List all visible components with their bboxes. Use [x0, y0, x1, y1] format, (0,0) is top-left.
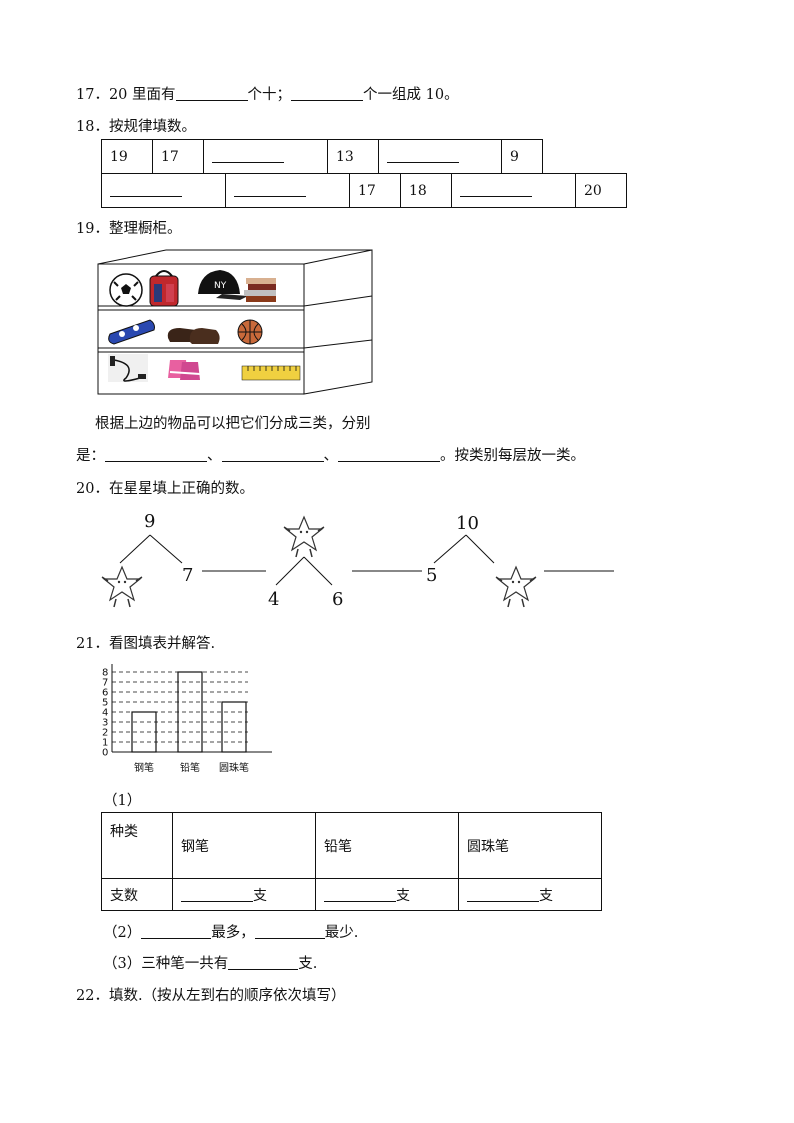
y-tick-label: 2: [102, 728, 108, 739]
shoes-icon: [167, 328, 220, 344]
table-answer-cell[interactable]: 支: [315, 878, 459, 911]
question-19-answer-line: 是：、、。按类别每层放一类。: [76, 447, 585, 464]
part-1-label: （1）: [103, 793, 142, 809]
bar: [221, 701, 247, 753]
table-row-label: 支数: [101, 878, 173, 911]
table-header-cell: 种类: [101, 812, 173, 879]
sequence-table-row2: 17 18 20: [101, 173, 627, 208]
tree3-top-number: 10: [456, 513, 479, 534]
answer-blank[interactable]: [221, 447, 324, 462]
tree1-right-number: 7: [182, 565, 193, 586]
question-21-title: 21．看图填表并解答.: [76, 636, 216, 652]
y-tick-label: 8: [102, 668, 108, 679]
y-tick-label: 7: [102, 678, 108, 689]
answer-blank[interactable]: [105, 447, 207, 462]
sequence-cell: 17: [152, 139, 204, 174]
sequence-blank-cell[interactable]: [101, 173, 226, 208]
answer-blank[interactable]: [254, 924, 325, 939]
sequence-cell: 13: [327, 139, 379, 174]
question-19-text: 根据上边的物品可以把它们分成三类，分别: [95, 416, 371, 432]
sequence-cell: 18: [400, 173, 452, 208]
table-answer-cell[interactable]: 支: [458, 878, 602, 911]
sequence-blank-cell[interactable]: [203, 139, 328, 174]
y-tick-label: 4: [102, 708, 108, 719]
question-number: 20．: [76, 481, 109, 497]
table-answer-cell[interactable]: 支: [172, 878, 316, 911]
y-tick-label: 6: [102, 688, 108, 699]
sequence-cell: 20: [575, 173, 627, 208]
table-header-cell: 铅笔: [315, 812, 459, 879]
question-number: 18．: [76, 119, 109, 135]
sequence-cell: 9: [501, 139, 543, 174]
star-blank-icon[interactable]: [283, 516, 325, 558]
category-label: 钢笔: [134, 761, 154, 774]
sequence-blank-cell[interactable]: [378, 139, 502, 174]
tape-measure-icon: [241, 365, 301, 381]
question-number: 17．: [76, 87, 109, 103]
sequence-table-row1: 19 17 13 9: [101, 139, 543, 174]
pencil-case-icon: [108, 319, 155, 345]
category-label: 圆珠笔: [219, 761, 249, 774]
question-17: 17．20 里面有个十；个一组成 10。: [76, 86, 459, 103]
y-tick-label: 0: [102, 748, 108, 759]
tree3-left-number: 5: [426, 565, 437, 586]
star-blank-icon[interactable]: [495, 566, 537, 608]
category-label: 铅笔: [180, 761, 200, 774]
answer-blank[interactable]: [338, 447, 440, 462]
part-3-line: （3）三种笔一共有支.: [103, 955, 318, 972]
basketball-icon: [237, 319, 263, 345]
number-bond-diagram: 9 7 4 6 5 10: [101, 511, 614, 610]
star-blank-icon[interactable]: [101, 566, 143, 608]
sequence-cell: 17: [349, 173, 401, 208]
question-number: 21．: [76, 636, 109, 652]
tree2-right-number: 6: [332, 589, 343, 610]
y-tick-label: 5: [102, 698, 108, 709]
question-18-title: 18．按规律填数。: [76, 119, 196, 135]
question-22-title: 22．填数.（按从左到右的顺序依次填写）: [76, 988, 346, 1004]
tree2-left-number: 4: [268, 589, 279, 610]
question-20-title: 20．在星星填上正确的数。: [76, 481, 254, 497]
cabinet-illustration: NY: [97, 249, 373, 395]
question-19-title: 19．整理橱柜。: [76, 221, 182, 237]
part-2-line: （2）最多，最少.: [103, 924, 359, 941]
gloves-icon: [168, 360, 201, 380]
answer-blank[interactable]: [291, 86, 364, 101]
jump-rope-icon: [108, 354, 148, 382]
question-number: 22．: [76, 988, 109, 1004]
table-header-cell: 钢笔: [172, 812, 316, 879]
y-tick-label: 3: [102, 718, 108, 729]
answer-blank[interactable]: [175, 86, 248, 101]
pen-count-table: 种类 钢笔 铅笔 圆珠笔 支数 支 支 支: [101, 812, 602, 911]
y-tick-label: 1: [102, 738, 108, 749]
answer-blank[interactable]: [141, 924, 212, 939]
books-icon: [244, 278, 276, 302]
sequence-blank-cell[interactable]: [451, 173, 576, 208]
sequence-blank-cell[interactable]: [225, 173, 350, 208]
soccer-ball-icon: [109, 273, 143, 307]
backpack-icon: [149, 270, 179, 307]
question-number: 19．: [76, 221, 109, 237]
sequence-cell: 19: [101, 139, 153, 174]
tree1-top-number: 9: [144, 511, 155, 532]
cap-icon: NY: [198, 270, 248, 300]
table-header-cell: 圆珠笔: [458, 812, 602, 879]
answer-blank[interactable]: [228, 955, 299, 970]
svg-text:NY: NY: [214, 281, 227, 291]
